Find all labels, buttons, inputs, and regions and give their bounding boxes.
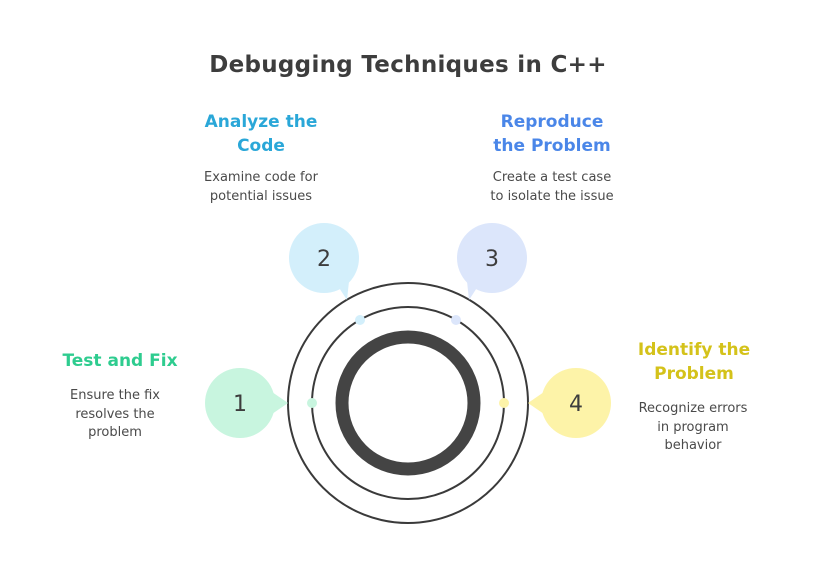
step3-description: Create a test case to isolate the issue	[490, 170, 614, 204]
step4-title: Identify the Problem	[637, 340, 751, 384]
step2-bubble: 2	[289, 223, 359, 300]
step3-number: 3	[485, 247, 499, 272]
step3-bubble: 3	[457, 223, 527, 300]
step1-description: Ensure the fix resolves the problem	[69, 388, 160, 440]
step4-number: 4	[569, 392, 583, 417]
step4-bubble: 4	[528, 368, 611, 438]
step3-connector-dot	[451, 315, 461, 325]
step4-description: Recognize errors in program behavior	[638, 401, 748, 453]
step2-description: Examine code for potential issues	[204, 170, 318, 204]
step3-title: Reproduce the Problem	[493, 112, 611, 156]
diagram-title: Debugging Techniques in C++	[209, 52, 607, 78]
step2-title: Analyze the Code	[204, 112, 318, 156]
step4-connector-dot	[499, 398, 509, 408]
step1-connector-dot	[307, 398, 317, 408]
step1-title: Test and Fix	[62, 351, 178, 371]
outer-ring	[287, 282, 529, 524]
step1-number: 1	[233, 392, 247, 417]
step2-connector-dot	[355, 315, 365, 325]
step2-number: 2	[317, 247, 331, 272]
step1-bubble: 1	[205, 368, 288, 438]
center-ring	[335, 330, 481, 476]
